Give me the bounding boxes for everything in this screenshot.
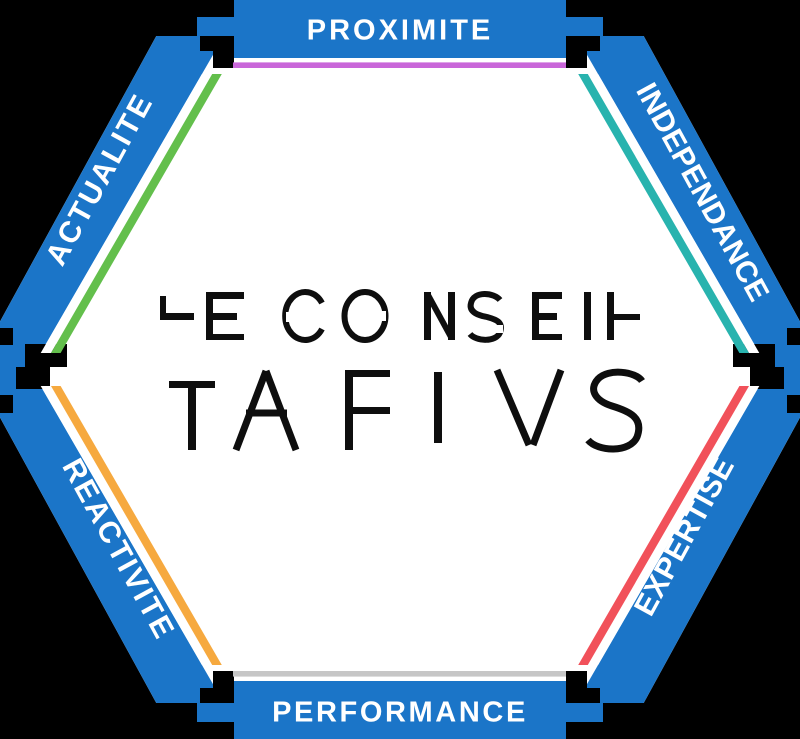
- svg-text:PERFORMANCE: PERFORMANCE: [272, 697, 528, 729]
- svg-text:PROXIMITE: PROXIMITE: [307, 15, 494, 47]
